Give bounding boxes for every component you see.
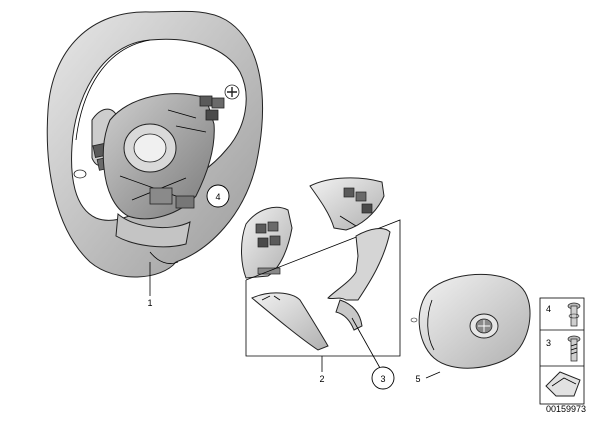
trim-cover-right xyxy=(327,228,391,331)
diagram-serial-number: 00159973 xyxy=(546,404,586,414)
left-switch-bezel xyxy=(241,206,293,279)
callout-circle-3: 3 xyxy=(371,366,395,390)
callout-1-label: 1 xyxy=(147,298,152,308)
bolt-lower-icon xyxy=(567,335,581,362)
legend-label-lower: 3 xyxy=(546,338,551,348)
steering-wheel-illustration xyxy=(46,10,263,278)
right-switch-cluster xyxy=(199,95,225,121)
cross-marker-icon xyxy=(224,84,240,100)
trim-cover-left xyxy=(251,292,329,351)
trim-group-frame xyxy=(245,219,401,357)
bracket-arrow-icon xyxy=(545,371,581,397)
right-switch-bezel xyxy=(309,177,385,231)
bolt-upper-icon xyxy=(567,302,581,327)
airbag-module xyxy=(410,273,531,369)
callout-3-label: 3 xyxy=(380,374,385,384)
callout-2-label: 2 xyxy=(319,374,324,384)
callout-5-label: 5 xyxy=(415,374,420,384)
hardware-legend-panel: 4 3 xyxy=(539,297,585,405)
callout-4-label: 4 xyxy=(215,192,220,202)
callout-circle-4: 4 xyxy=(206,184,230,208)
legend-label-upper: 4 xyxy=(546,304,551,314)
